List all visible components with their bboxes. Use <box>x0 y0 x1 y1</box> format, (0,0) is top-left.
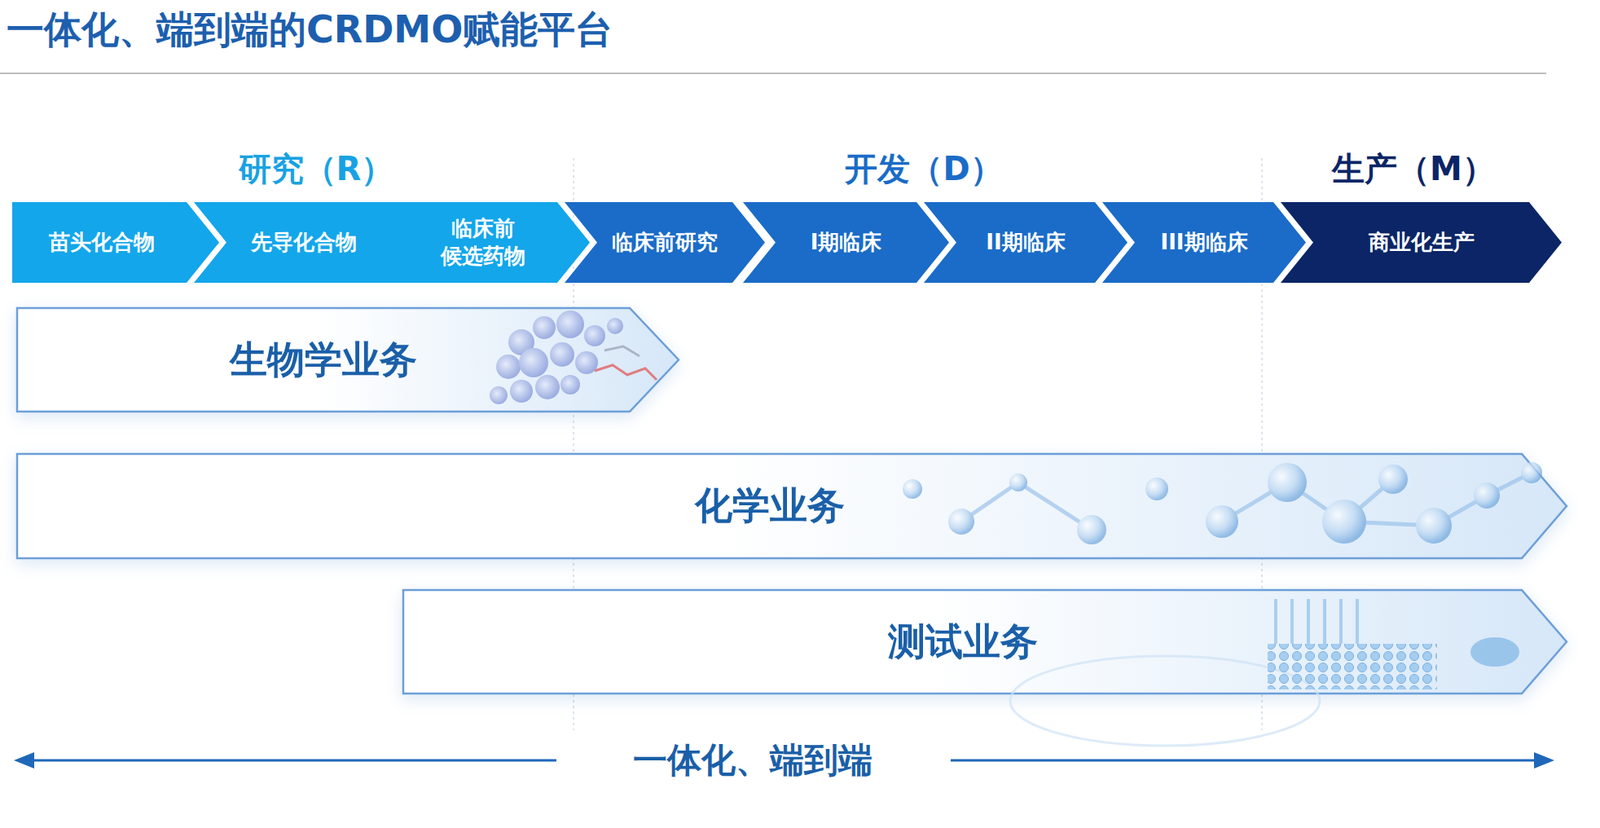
span-label: 一体化、端到端 <box>619 737 886 783</box>
band-title: 测试业务 <box>887 617 1038 667</box>
protein-illustration <box>489 310 657 405</box>
stage-chevron: III期临床 <box>1102 202 1306 283</box>
shape-fill <box>1280 202 1562 283</box>
stage-chevron: 商业化生产 <box>1280 202 1562 283</box>
span-arrow-line <box>950 759 1539 762</box>
shape-fill <box>375 202 590 283</box>
molecule-illustration <box>902 461 1543 545</box>
title-rule <box>0 72 1547 75</box>
stage-chevron: 先导化合物 <box>193 202 414 283</box>
phase-heading: 研究（R） <box>238 146 395 192</box>
stage-name: 临床前 候选药物 <box>426 215 541 271</box>
shape-fill <box>12 202 220 283</box>
text-area: 生物学业务 <box>17 307 630 412</box>
text-area: 临床前 候选药物 <box>408 202 558 283</box>
shape-fill <box>17 453 1567 559</box>
business-band: 生物学业务 <box>17 307 679 412</box>
text-area: 商业化生产 <box>1313 202 1530 283</box>
shape-fill <box>17 307 679 412</box>
lab-plate-illustration <box>1010 598 1520 746</box>
shape-fill <box>403 589 1567 694</box>
chevron-shape <box>375 202 590 283</box>
business-band: 化学业务 <box>17 453 1567 559</box>
stage-chevron: 临床前 候选药物 <box>375 202 590 283</box>
stage-chevron: I期临床 <box>742 202 950 283</box>
shape-fill <box>1102 202 1306 283</box>
shape-fill <box>193 202 414 283</box>
text-area: 化学业务 <box>17 453 1522 559</box>
text-area: 先导化合物 <box>226 202 381 283</box>
phase-heading: 生产（M） <box>1331 146 1495 192</box>
phase-heading: 开发（D） <box>844 146 1003 192</box>
stage-chevron: 临床前研究 <box>564 202 765 283</box>
stage-name: 临床前研究 <box>611 228 718 257</box>
page-title: 一体化、端到端的CRDMO赋能平台 <box>6 4 613 56</box>
shape-fill <box>742 202 950 283</box>
text-area: II期临床 <box>956 202 1095 283</box>
text-area: 测试业务 <box>403 589 1522 694</box>
span-arrow-line <box>29 759 557 762</box>
stage-chevron: II期临床 <box>923 202 1128 283</box>
stage-name: 苗头化合物 <box>48 228 155 257</box>
text-area: I期临床 <box>775 202 917 283</box>
band-title: 生物学业务 <box>229 335 418 385</box>
span-arrow-head <box>13 751 35 769</box>
shape-fill <box>564 202 765 283</box>
text-area: III期临床 <box>1134 202 1274 283</box>
stage-name: II期临床 <box>985 228 1065 257</box>
shape-fill <box>923 202 1128 283</box>
band-title: 化学业务 <box>694 481 845 531</box>
stage-name: 商业化生产 <box>1368 228 1475 257</box>
business-band: 测试业务 <box>403 589 1567 694</box>
text-area: 临床前研究 <box>597 202 733 283</box>
stage-name: III期临床 <box>1160 228 1248 257</box>
text-area: 苗头化合物 <box>17 202 187 283</box>
stage-name: 先导化合物 <box>250 228 357 257</box>
span-arrow-head <box>1534 751 1555 769</box>
stage-chevron: 苗头化合物 <box>12 202 220 283</box>
stage-name: I期临床 <box>810 228 883 257</box>
